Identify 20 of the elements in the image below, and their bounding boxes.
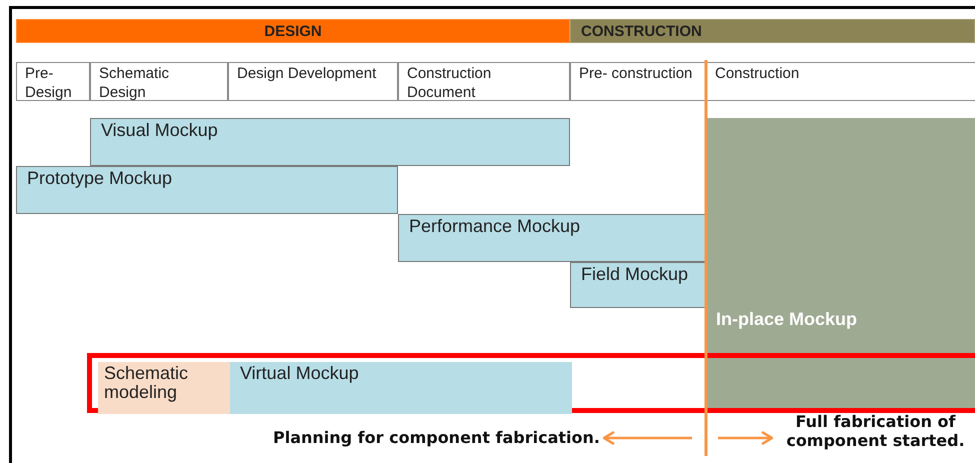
mockup-bar: In-place Mockup	[706, 118, 975, 410]
arrow	[718, 430, 774, 446]
phase-band: DESIGN	[16, 19, 570, 43]
annotation-text: Full fabrication of component started.	[776, 412, 975, 463]
arrow	[602, 430, 692, 446]
phase-column-header: Schematic Design	[90, 62, 228, 101]
mockup-bar: Performance Mockup	[398, 214, 706, 262]
phase-column-header: Construction Document	[398, 62, 570, 101]
phase-column-header: Pre- construction	[570, 62, 706, 101]
phase-column-header: Design Development	[228, 62, 398, 101]
phase-column-header: Pre- Design	[16, 62, 90, 101]
phase-column-header: Construction	[706, 62, 975, 101]
phase-band: CONSTRUCTION	[570, 19, 975, 43]
mockup-bar: Schematic modeling	[98, 362, 230, 414]
mockup-bar: Virtual Mockup	[230, 362, 572, 414]
mockup-bar: Visual Mockup	[90, 118, 570, 166]
highlight-outline	[87, 353, 975, 413]
annotation-text: Planning for component fabrication.	[250, 428, 600, 454]
mockup-bar: Prototype Mockup	[16, 166, 398, 214]
mockup-bar: Field Mockup	[570, 262, 706, 308]
